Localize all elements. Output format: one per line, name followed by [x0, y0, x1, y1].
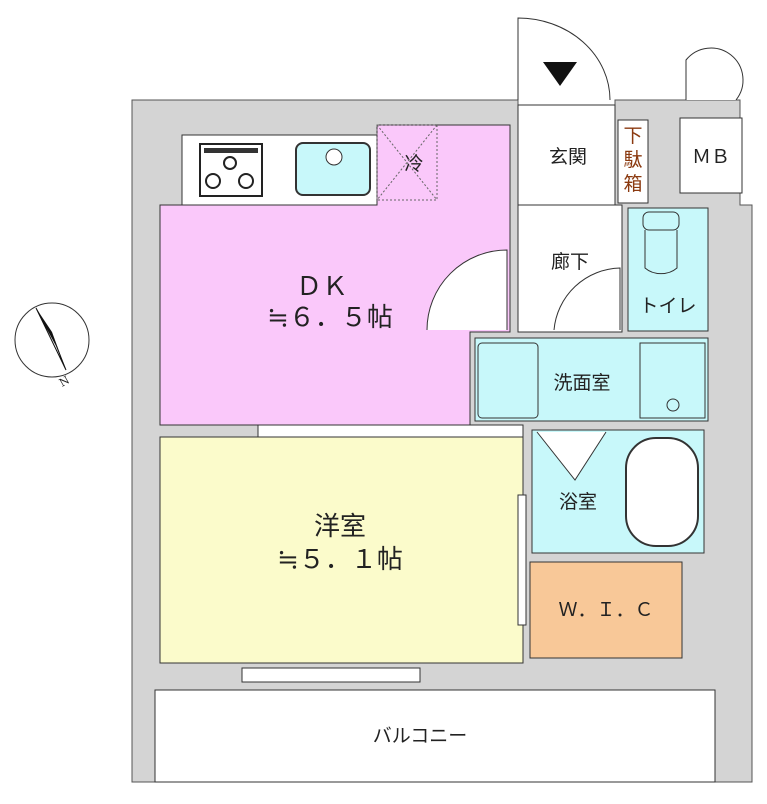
western-area: ≒５．１帖 [277, 545, 403, 575]
room-toilet [627, 207, 709, 332]
wic-door [517, 494, 527, 626]
dk-area: ≒６．５帖 [267, 303, 393, 333]
washing-machine-icon [639, 342, 706, 419]
dk-name: ＤＫ [296, 272, 348, 302]
getabako-char-3: 箱 [623, 173, 642, 195]
compass-icon [14, 302, 90, 378]
fridge-label: 冷 [404, 153, 423, 175]
sink-icon [295, 142, 371, 196]
drain-icon [666, 398, 680, 412]
western-name: 洋室 [314, 512, 366, 542]
bathroom-door-swing [536, 431, 607, 481]
genkan-label: 玄関 [549, 146, 587, 168]
getabako-char-2: 駄 [623, 149, 642, 171]
dk-door-swing [426, 249, 508, 331]
room-western [159, 436, 524, 664]
balcony-window [241, 667, 421, 683]
bathtub-icon [625, 437, 699, 547]
toilet-label: トイレ [639, 295, 696, 317]
toilet-icon [642, 211, 680, 275]
fridge-space [376, 124, 438, 201]
room-wic [529, 561, 683, 659]
mb-label: ＭＢ [692, 146, 730, 168]
balcony [154, 689, 716, 783]
washroom-label: 洗面室 [553, 372, 610, 394]
balcony-label: バルコニー [373, 725, 468, 747]
getabako [617, 119, 649, 204]
room-mb [679, 117, 743, 194]
getabako-char-1: 下 [623, 125, 642, 147]
hallway-label: 廊下 [551, 251, 589, 273]
sliding-door [257, 424, 524, 438]
toilet-door-swing [553, 267, 621, 331]
vanity-icon [477, 342, 539, 419]
mb-door [685, 47, 744, 101]
wic-label: Ｗ．Ｉ．Ｃ [558, 599, 653, 621]
stove-icon [199, 143, 263, 197]
bathroom-label: 浴室 [559, 491, 597, 513]
entrance-door [517, 17, 611, 101]
entrance-arrow-icon [543, 62, 577, 86]
room-washroom [474, 337, 709, 422]
